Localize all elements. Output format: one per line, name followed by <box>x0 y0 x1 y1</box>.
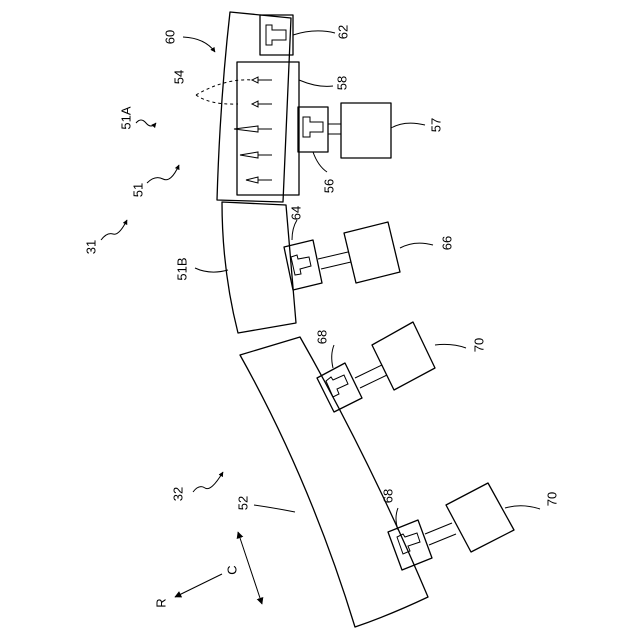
leader-66 <box>400 243 433 248</box>
leader-70b <box>505 506 540 509</box>
direction-arrow-r <box>175 574 222 597</box>
label-62: 62 <box>335 25 350 39</box>
label-52: 52 <box>235 496 250 510</box>
component-57 <box>341 103 391 158</box>
label-56: 56 <box>321 179 336 193</box>
component-68b <box>388 520 456 570</box>
label-68b: 68 <box>380 489 395 503</box>
leader-54b <box>196 95 238 104</box>
component-62 <box>260 15 293 55</box>
pin-array-54 <box>234 77 272 183</box>
label-54: 54 <box>171 70 186 84</box>
label-68a: 68 <box>314 330 329 344</box>
label-32: 32 <box>170 487 185 501</box>
leader-68a <box>332 345 334 368</box>
segment-52 <box>240 337 428 627</box>
ref-arrow-51A <box>136 120 156 126</box>
leader-56 <box>313 152 327 172</box>
segment-51B <box>222 202 296 333</box>
ref-arrow-31 <box>101 220 127 240</box>
leader-60 <box>183 37 215 52</box>
component-56 <box>298 107 341 152</box>
component-64 <box>284 240 351 290</box>
label-60: 60 <box>162 30 177 44</box>
ref-arrow-51 <box>147 165 179 183</box>
label-51A: 51A <box>118 106 133 129</box>
label-58: 58 <box>334 76 349 90</box>
component-70a <box>372 322 435 390</box>
label-51B: 51B <box>174 257 189 280</box>
label-70a: 70 <box>471 338 486 352</box>
leader-51B <box>195 268 228 272</box>
label-31: 31 <box>83 240 98 254</box>
label-c: C <box>224 565 239 574</box>
label-64: 64 <box>288 206 303 220</box>
leader-57 <box>391 123 425 128</box>
leader-52 <box>254 505 295 512</box>
leader-54a <box>196 80 253 95</box>
label-57: 57 <box>428 118 443 132</box>
label-r: R <box>153 598 168 607</box>
component-66 <box>344 222 400 283</box>
label-66: 66 <box>439 236 454 250</box>
leader-70a <box>435 344 466 348</box>
leader-58 <box>299 80 333 86</box>
ref-arrow-32 <box>193 472 223 492</box>
label-70b: 70 <box>544 492 559 506</box>
direction-arrow-c <box>238 532 262 604</box>
leader-64 <box>292 220 297 240</box>
label-51: 51 <box>130 183 145 197</box>
leader-62 <box>293 31 335 35</box>
component-70b <box>446 483 514 552</box>
